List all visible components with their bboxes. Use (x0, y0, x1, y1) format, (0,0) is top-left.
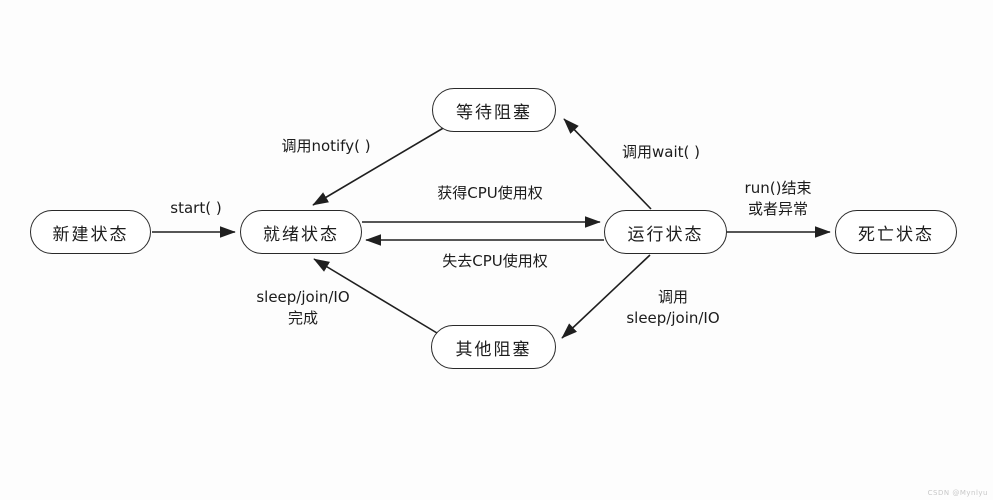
edge-label-acquire-cpu: 获得CPU使用权 (437, 184, 543, 202)
edge-label-notify: 调用notify( ) (281, 137, 371, 155)
node-other-blocked-label: 其他阻塞 (455, 339, 532, 360)
node-new-state: 新建状态 (30, 210, 151, 254)
node-other-blocked: 其他阻塞 (431, 325, 556, 369)
edge-label-start: start( ) (170, 199, 222, 217)
edge-wait-line (563, 118, 652, 210)
node-waiting-blocked: 等待阻塞 (432, 88, 556, 132)
node-ready-state: 就绪状态 (240, 210, 362, 254)
edge-call-sleep-line (561, 254, 651, 339)
edge-label-wait: 调用wait( ) (622, 143, 700, 161)
node-running-state-label: 运行状态 (627, 224, 704, 245)
edge-label-lose-cpu: 失去CPU使用权 (442, 252, 548, 270)
node-ready-state-label: 就绪状态 (263, 224, 339, 245)
edge-notify-line (312, 126, 446, 206)
node-waiting-blocked-label: 等待阻塞 (456, 102, 532, 123)
edge-sleep-done-line (313, 258, 438, 334)
node-running-state: 运行状态 (604, 210, 727, 254)
node-dead-state-label: 死亡状态 (858, 224, 934, 245)
node-new-state-label: 新建状态 (52, 224, 129, 245)
edge-label-sleep-done: sleep/join/IO 完成 (256, 288, 350, 327)
edge-label-call-sleep: 调用 sleep/join/IO (626, 288, 720, 327)
node-dead-state: 死亡状态 (835, 210, 957, 254)
watermark: CSDN @Mynlyu (927, 489, 988, 497)
edge-label-run-end: run()结束 或者异常 (744, 179, 812, 218)
